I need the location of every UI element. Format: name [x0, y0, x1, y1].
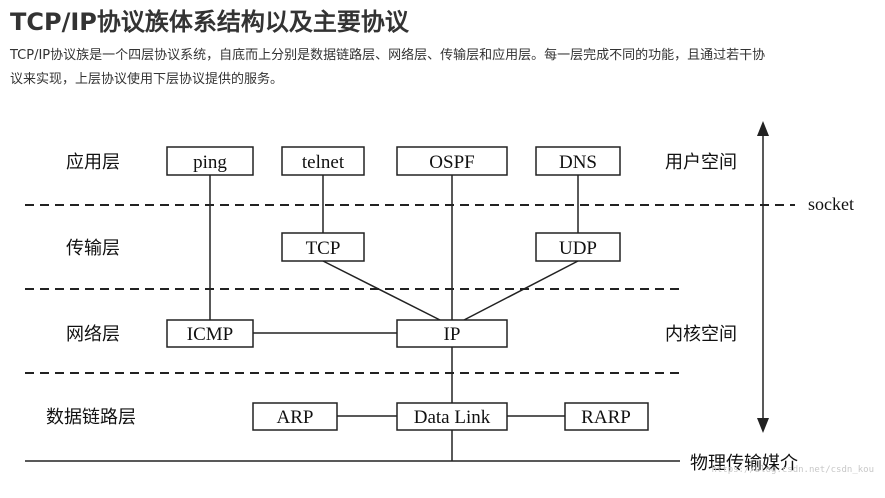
link-udp-ip — [463, 260, 579, 321]
page-title: TCP/IP协议族体系结构以及主要协议 — [10, 8, 409, 36]
layer-application-label: 应用层 — [66, 152, 120, 173]
layer-network-label: 网络层 — [66, 324, 120, 345]
protocol-ospf: OSPF — [396, 146, 508, 176]
protocol-udp-label: UDP — [559, 238, 597, 259]
arrow-up-icon — [757, 121, 769, 136]
protocol-tcp-label: TCP — [306, 238, 341, 259]
protocol-dns: DNS — [535, 146, 621, 176]
physical-medium-label: 物理传输媒介 — [690, 453, 798, 474]
protocol-udp: UDP — [535, 232, 621, 262]
protocol-ping-label: ping — [193, 152, 227, 173]
protocol-ip-label: IP — [444, 324, 461, 345]
watermark-text: https://blog.csdn.net/csdn_kou — [711, 465, 874, 475]
protocol-telnet: telnet — [281, 146, 365, 176]
protocol-ospf-label: OSPF — [429, 152, 474, 173]
protocol-ip: IP — [396, 319, 508, 348]
protocol-arp: ARP — [252, 402, 338, 431]
intro-paragraph: TCP/IP协议族是一个四层协议系统，自底而上分别是数据链路层、网络层、传输层和… — [10, 48, 766, 87]
protocol-ping: ping — [166, 146, 254, 176]
protocol-icmp-label: ICMP — [187, 324, 233, 345]
protocol-telnet-label: telnet — [302, 152, 345, 173]
socket-label: socket — [808, 194, 854, 214]
user-space-label: 用户空间 — [665, 152, 737, 173]
arrow-down-icon — [757, 418, 769, 433]
protocol-rarp: RARP — [564, 402, 649, 431]
protocol-arp-label: ARP — [277, 407, 314, 428]
protocol-icmp: ICMP — [166, 319, 254, 348]
link-tcp-ip — [322, 260, 441, 321]
layer-datalink-label: 数据链路层 — [46, 407, 136, 428]
layer-transport-label: 传输层 — [66, 238, 120, 259]
protocol-rarp-label: RARP — [581, 407, 631, 428]
protocol-datalink: Data Link — [396, 402, 508, 431]
kernel-space-label: 内核空间 — [665, 324, 737, 345]
protocol-datalink-label: Data Link — [414, 407, 491, 428]
protocol-tcp: TCP — [281, 232, 365, 262]
protocol-dns-label: DNS — [559, 152, 597, 173]
